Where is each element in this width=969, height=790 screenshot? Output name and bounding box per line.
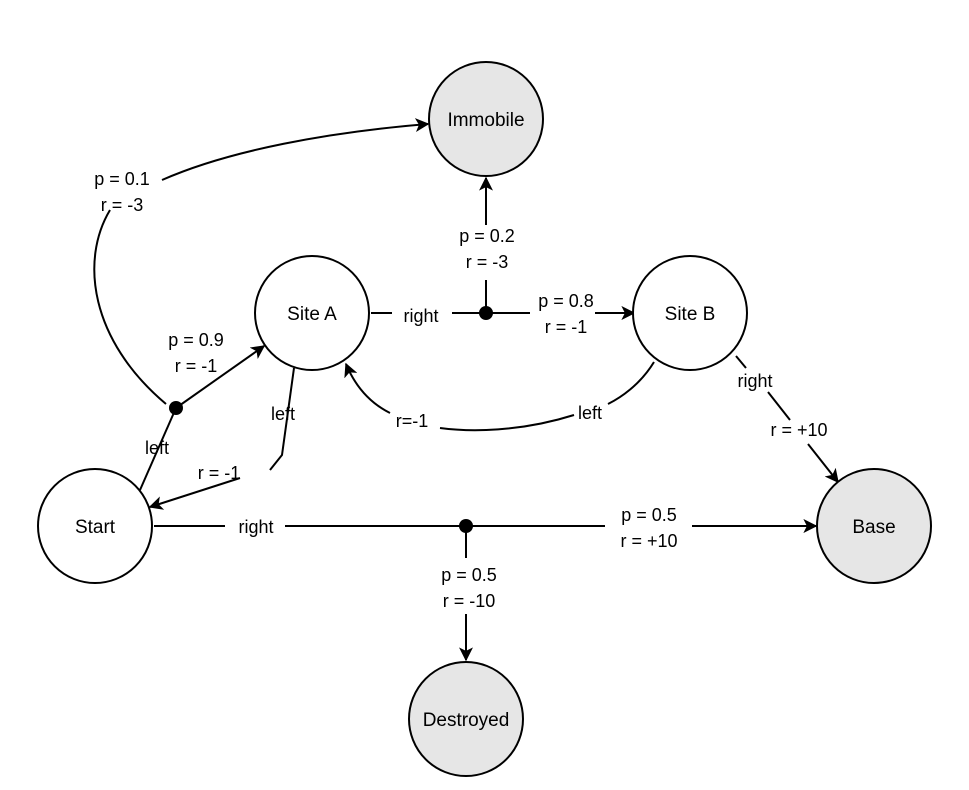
node-site-a-label: Site A [287,304,337,325]
label-start-right-to-base-r: r = +10 [620,531,677,551]
label-site-b-left-r: r=-1 [396,411,429,431]
label-start-right-to-destroyed-p: p = 0.5 [441,565,497,585]
edge-left-junction-to-site-a [175,345,266,409]
label-start-right-to-destroyed-r: r = -10 [443,591,496,611]
edge-site-b-right-to-base [735,355,838,482]
junction-dot-site-a-right [479,306,493,320]
node-site-b: Site B [632,255,748,371]
label-site-a-right-to-immobile-p: p = 0.2 [459,226,515,246]
edge-start-left-stem [139,407,177,491]
label-site-a-right-action: right [403,306,438,326]
label-start-right-action: right [238,517,273,537]
node-site-b-label: Site B [665,304,716,325]
label-start-left-to-immobile-r: r = -3 [101,195,144,215]
node-destroyed-label: Destroyed [423,710,510,731]
node-site-a: Site A [254,255,370,371]
label-start-left-to-site-a-p: p = 0.9 [168,330,224,350]
label-site-b-right-action: right [737,371,772,391]
label-start-left-to-site-a-r: r = -1 [175,356,218,376]
label-site-b-right-r: r = +10 [770,420,827,440]
node-immobile: Immobile [428,61,544,177]
edge-left-junction-to-immobile [93,124,428,405]
label-site-b-left-action: left [578,403,602,423]
node-base-label: Base [852,517,895,538]
label-start-right-to-base-p: p = 0.5 [621,505,677,525]
node-base: Base [816,468,932,584]
label-site-a-right-to-immobile-r: r = -3 [466,252,509,272]
label-site-a-right-to-site-b-p: p = 0.8 [538,291,594,311]
edge-site-b-left-curve [346,364,575,432]
label-site-a-left-r: r = -1 [198,463,241,483]
junction-dot-start-left [169,401,183,415]
node-start-label: Start [75,517,116,538]
junction-dot-start-right [459,519,473,533]
edge-site-b-left-to-site-a [607,361,655,405]
label-site-a-left-action: left [271,404,295,424]
label-start-left-action: left [145,438,169,458]
label-start-left-to-immobile-p: p = 0.1 [94,169,150,189]
label-site-a-right-to-site-b-r: r = -1 [545,317,588,337]
node-immobile-label: Immobile [447,110,524,131]
node-destroyed: Destroyed [408,661,524,777]
node-start: Start [37,468,153,584]
edge-site-a-left-to-start [150,367,295,507]
